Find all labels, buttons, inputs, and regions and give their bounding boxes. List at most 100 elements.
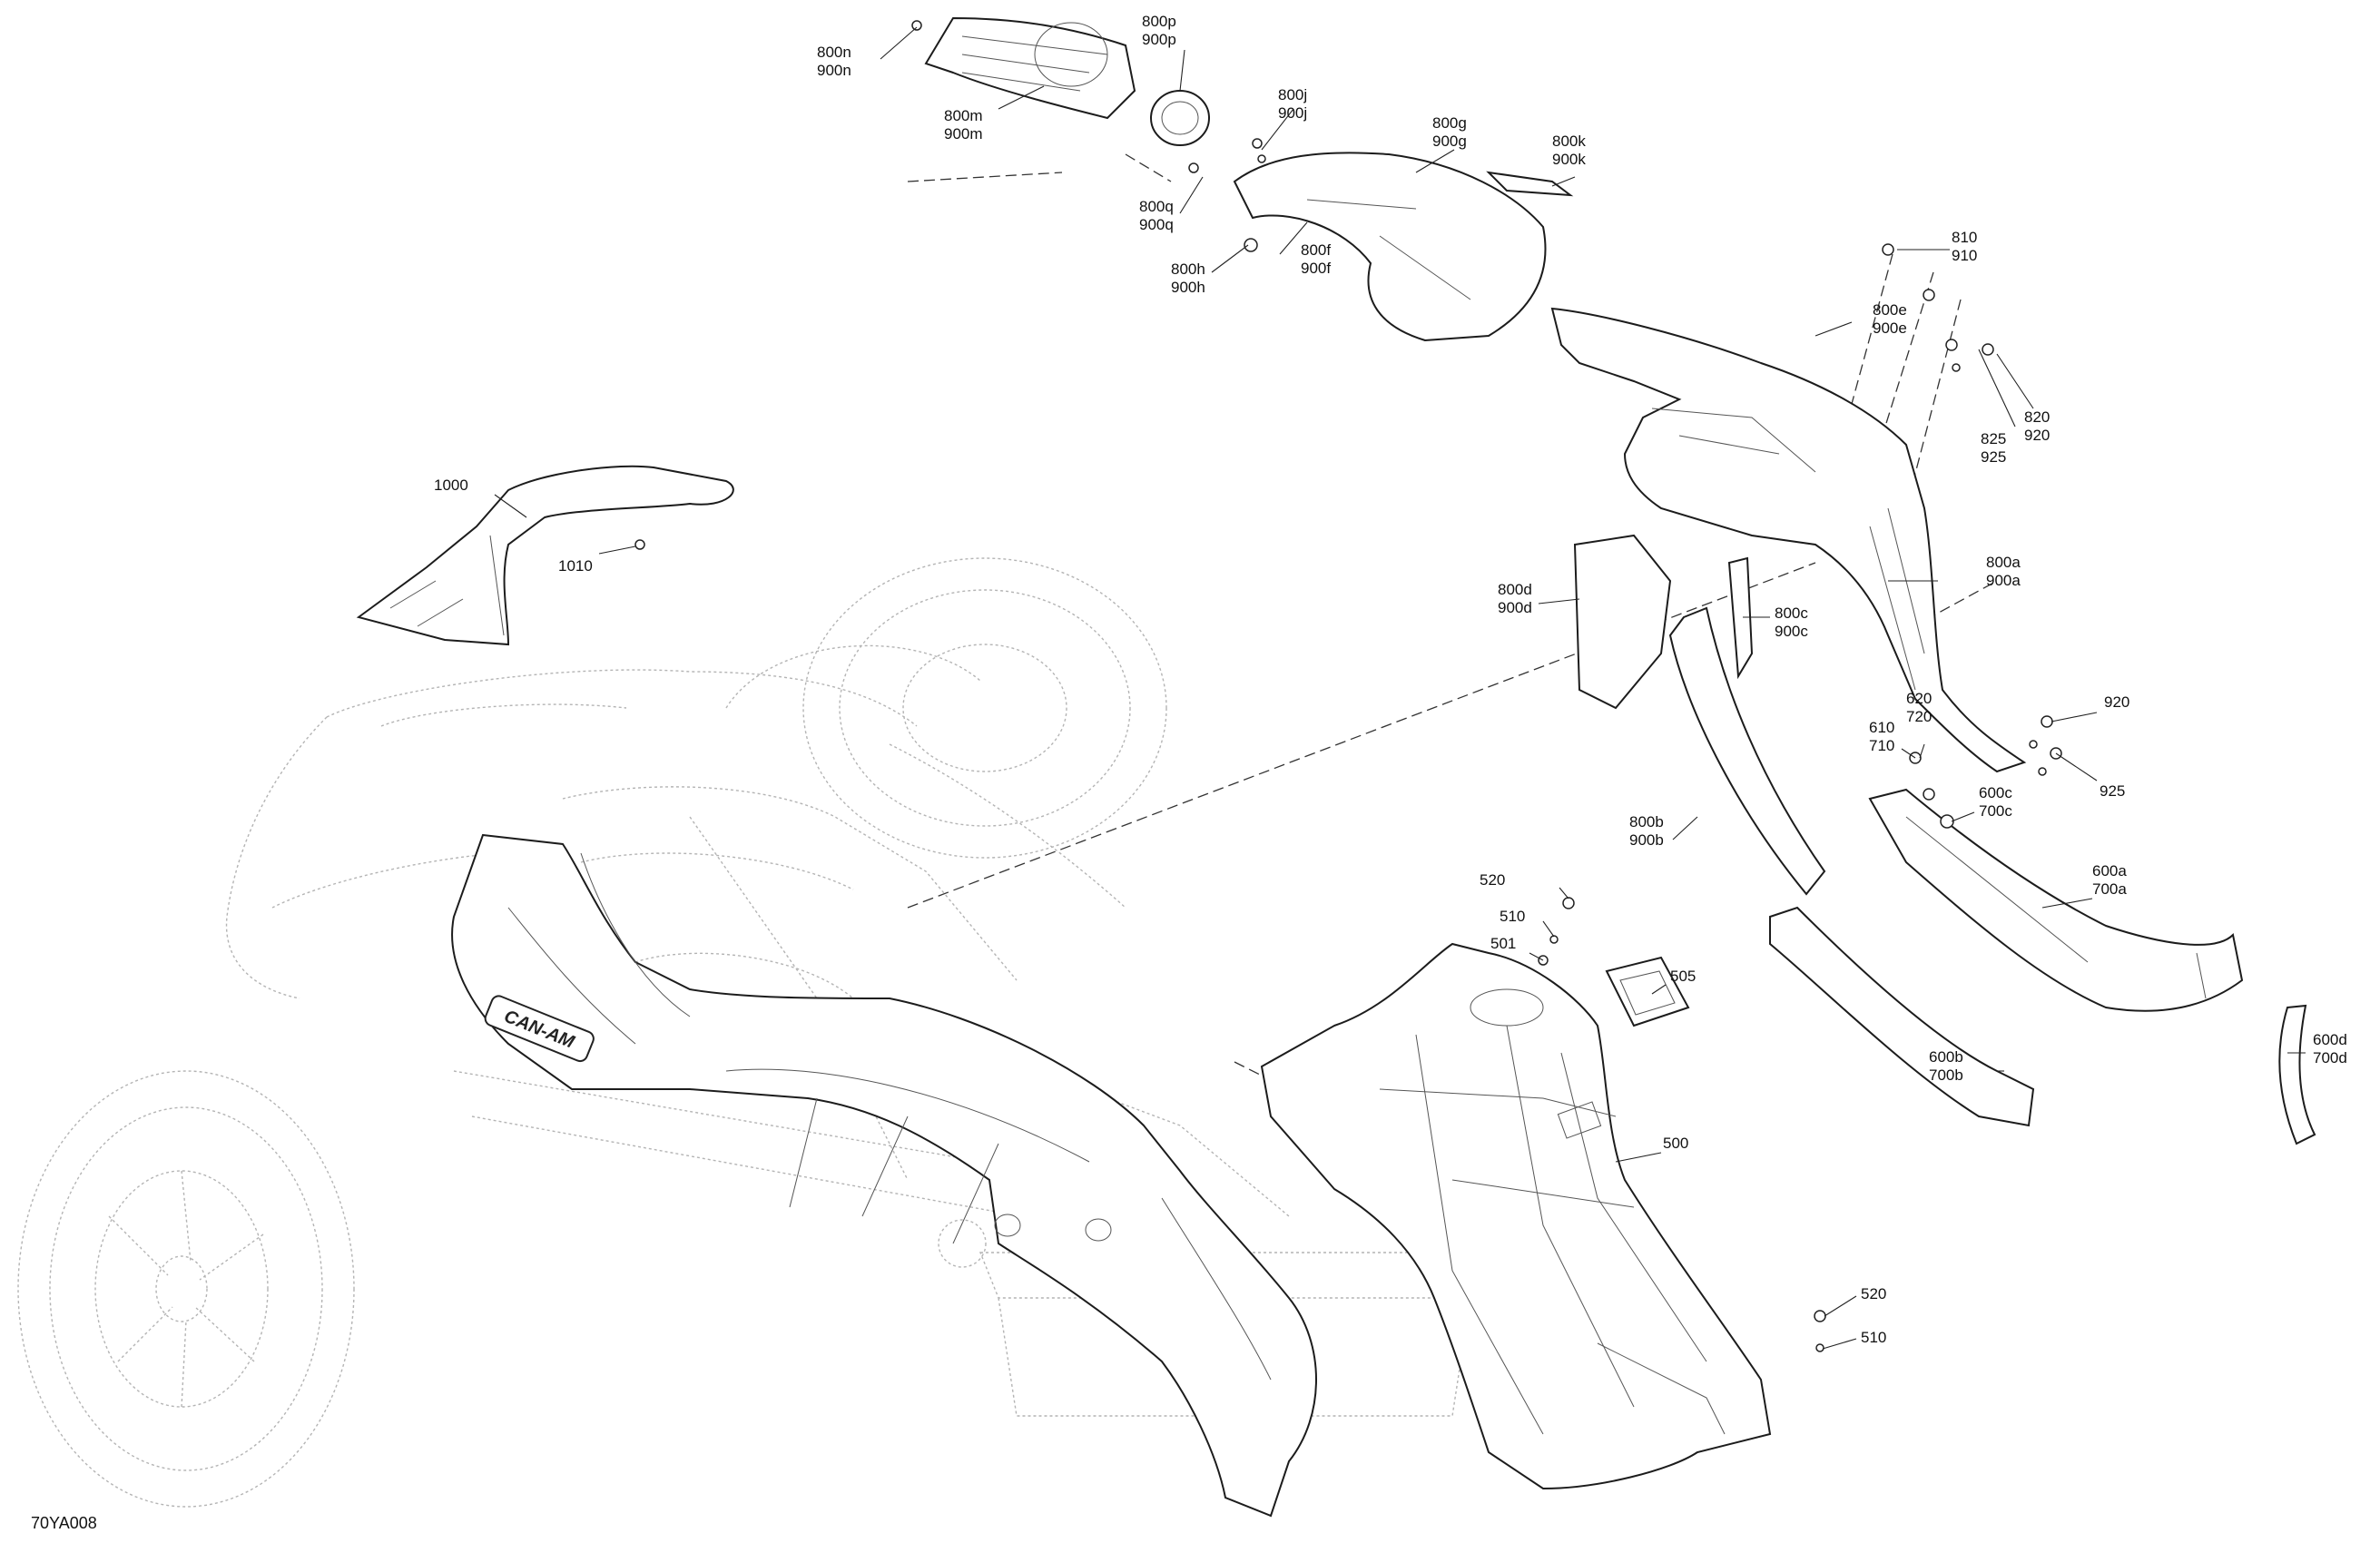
callout-line: 600c xyxy=(1979,784,2012,801)
callout-820: 820 920 xyxy=(2024,408,2050,445)
callout-600b: 600b 700b xyxy=(1929,1048,1963,1085)
callout-800c: 800c 900c xyxy=(1775,604,1808,641)
callout-520-lower: 520 xyxy=(1861,1285,1886,1303)
callout-800n: 800n 900n xyxy=(817,44,851,80)
part-800p-lens xyxy=(1150,90,1210,146)
callout-line: 800d xyxy=(1498,581,1532,598)
callout-line: 900j xyxy=(1278,104,1308,122)
part-800b-trim xyxy=(1668,606,1826,896)
callout-line: 900q xyxy=(1139,216,1174,233)
part-800a-panel xyxy=(1550,307,2027,773)
left-side-panel: CAN-AM xyxy=(451,833,1317,1518)
callout-1010: 1010 xyxy=(558,557,593,575)
callout-line: 900b xyxy=(1629,831,1664,849)
callout-line: 710 xyxy=(1869,737,1895,754)
callout-800m: 800m 900m xyxy=(944,107,983,143)
callout-800h: 800h 900h xyxy=(1171,260,1205,297)
callout-line: 510 xyxy=(1500,908,1526,925)
fasteners xyxy=(634,20,2062,1352)
callout-510: 510 xyxy=(1500,908,1525,926)
callout-line: 900d xyxy=(1498,599,1532,616)
callout-line: 720 xyxy=(1906,708,1933,725)
callout-800p: 800p 900p xyxy=(1142,13,1176,49)
callout-600d: 600d 700d xyxy=(2313,1031,2347,1067)
callout-505: 505 xyxy=(1670,968,1696,986)
callout-500: 500 xyxy=(1663,1135,1688,1153)
callout-line: 800a xyxy=(1986,554,2021,571)
callout-line: 610 xyxy=(1869,719,1895,736)
callout-line: 800e xyxy=(1873,301,1907,319)
callout-line: 600d xyxy=(2313,1031,2347,1048)
callout-line: 900m xyxy=(944,125,983,143)
callout-line: 910 xyxy=(1952,247,1978,264)
callout-line: 900c xyxy=(1775,623,1808,640)
callout-line: 925 xyxy=(2100,782,2126,800)
callout-line: 900f xyxy=(1301,260,1332,277)
callout-610: 610 710 xyxy=(1869,719,1894,755)
callout-925: 925 xyxy=(2100,782,2125,801)
callout-line: 800f xyxy=(1301,241,1332,259)
callout-line: 900a xyxy=(1986,572,2021,589)
callout-800k: 800k 900k xyxy=(1552,133,1586,169)
callout-line: 700c xyxy=(1979,802,2012,820)
callout-line: 810 xyxy=(1952,229,1978,246)
callout-line: 800h xyxy=(1171,260,1205,278)
part-505-boot xyxy=(1605,956,1690,1027)
callout-line: 800k xyxy=(1552,133,1586,150)
callout-600a: 600a 700a xyxy=(2092,862,2127,899)
callout-line: 800p xyxy=(1142,13,1176,30)
leader-lines xyxy=(494,26,2306,1350)
part-600d-strip xyxy=(2278,1004,2316,1145)
callout-line: 620 xyxy=(1906,690,1933,707)
callout-line: 825 xyxy=(1981,430,2007,447)
callout-800g: 800g 900g xyxy=(1432,114,1467,151)
callout-line: 700b xyxy=(1929,1066,1963,1084)
callout-line: 800c xyxy=(1775,604,1808,622)
callout-line: 920 xyxy=(2024,427,2051,444)
callout-501: 501 xyxy=(1490,935,1516,953)
callout-line: 600a xyxy=(2092,862,2127,880)
part-800c-trim xyxy=(1727,556,1754,680)
callout-800b: 800b 900b xyxy=(1629,813,1664,850)
callout-line: 505 xyxy=(1670,968,1696,985)
part-800m-shroud xyxy=(924,16,1136,120)
callout-520: 520 xyxy=(1480,871,1505,889)
callout-line: 510 xyxy=(1861,1329,1887,1346)
callout-800d: 800d 900d xyxy=(1498,581,1532,617)
callout-line: 800j xyxy=(1278,86,1308,103)
callout-line: 900e xyxy=(1873,319,1907,337)
callout-800f: 800f 900f xyxy=(1301,241,1331,278)
callout-line: 820 xyxy=(2024,408,2051,426)
callout-line: 900g xyxy=(1432,133,1467,150)
part-1000-nose xyxy=(356,465,734,646)
part-600a-panel xyxy=(1868,788,2244,1012)
callout-line: 500 xyxy=(1663,1135,1689,1152)
callout-line: 900k xyxy=(1552,151,1586,168)
callout-line: 900n xyxy=(817,62,851,79)
callout-620: 620 720 xyxy=(1906,690,1932,726)
callout-line: 600b xyxy=(1929,1048,1963,1066)
callout-800a: 800a 900a xyxy=(1986,554,2021,590)
callout-800j: 800j 900j xyxy=(1278,86,1307,123)
callout-line: 800g xyxy=(1432,114,1467,132)
callout-line: 900p xyxy=(1142,31,1176,48)
callout-510-lower: 510 xyxy=(1861,1329,1886,1347)
callout-800e: 800e 900e xyxy=(1873,301,1907,338)
callout-line: 1000 xyxy=(434,477,468,494)
figure-code: 70YA008 xyxy=(31,1514,97,1532)
part-600b-trim xyxy=(1769,906,2035,1127)
callout-line: 925 xyxy=(1981,448,2007,466)
part-800k-emblem xyxy=(1486,171,1574,197)
callout-line: 1010 xyxy=(558,557,593,575)
callout-line: 800m xyxy=(944,107,983,124)
callout-800q: 800q 900q xyxy=(1139,198,1174,234)
part-800d-trim xyxy=(1573,534,1672,710)
callout-line: 700d xyxy=(2313,1049,2347,1066)
callout-810: 810 910 xyxy=(1952,229,1977,265)
callout-line: 920 xyxy=(2104,693,2130,711)
callout-line: 520 xyxy=(1861,1285,1887,1302)
callout-line: 800b xyxy=(1629,813,1664,830)
callout-1000: 1000 xyxy=(434,477,468,495)
callout-line: 900h xyxy=(1171,279,1205,296)
